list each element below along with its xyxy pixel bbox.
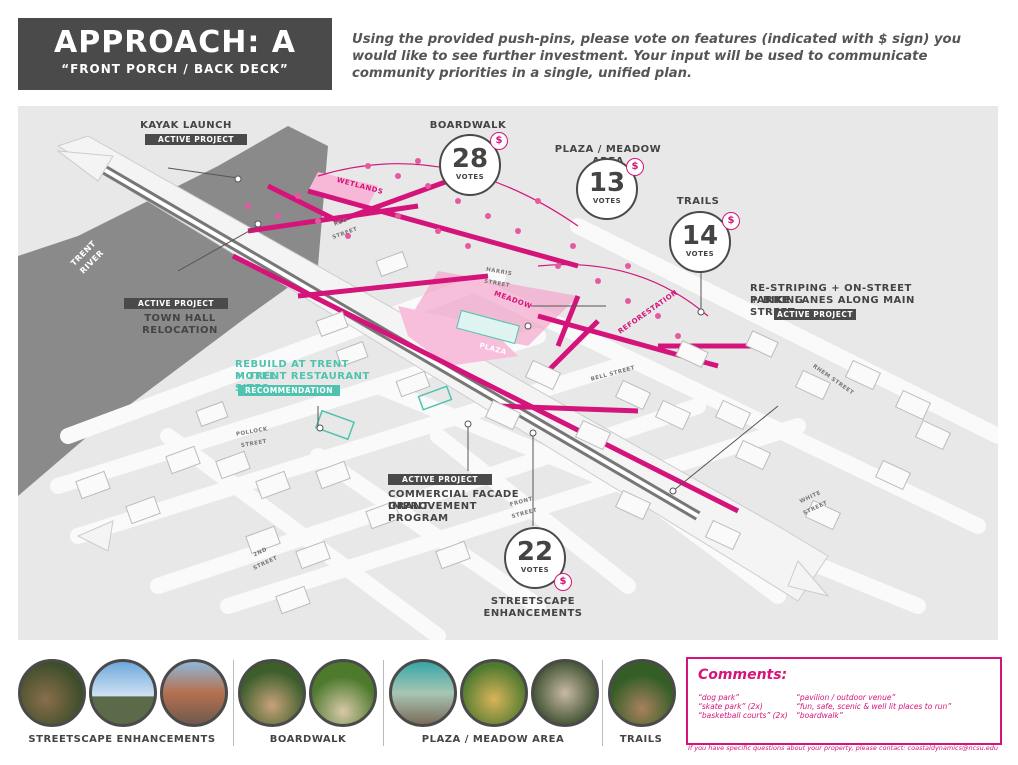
reforestation-arc xyxy=(537,263,709,317)
category-boardwalk: BOARDWALK xyxy=(269,734,347,745)
motel-site xyxy=(314,409,356,441)
comment-left-3: “basketball courts” (2x) xyxy=(698,711,788,720)
page-subtitle: “FRONT PORCH / BACK DECK” xyxy=(61,62,289,76)
divider xyxy=(383,660,384,746)
comment-right-2: “fun, safe, scenic & well lit places to … xyxy=(796,702,952,711)
wetlands-area xyxy=(308,172,378,206)
building-footprints xyxy=(75,251,952,615)
plaza-photo-2 xyxy=(460,659,528,727)
facade-label-line2: IMPROVEMENT PROGRAM xyxy=(388,501,477,524)
plaza-area xyxy=(398,306,518,366)
comment-left-1: “dog park” xyxy=(698,693,740,702)
comments-box: Comments: “dog park” “skate park” (2x) “… xyxy=(686,657,1002,745)
title-box: APPROACH: A “FRONT PORCH / BACK DECK” xyxy=(18,18,332,90)
divider xyxy=(602,660,603,746)
footer-contact: If you have specific questions about you… xyxy=(687,744,998,752)
dollar-icon: $ xyxy=(722,212,740,230)
instructions-text: Using the provided push-pins, please vot… xyxy=(352,32,961,81)
arrow-southwest xyxy=(76,520,114,552)
dollar-icon: $ xyxy=(554,573,572,591)
map-drawing xyxy=(18,126,998,640)
streetscape-photo-2 xyxy=(89,659,157,727)
plaza-vote-count: 13 xyxy=(588,168,626,198)
streetscape-photo-3 xyxy=(160,659,228,727)
boardwalk-vote-label: BOARDWALK xyxy=(429,120,507,131)
divider xyxy=(233,660,234,746)
motel-recommendation-tag: RECOMMENDATION xyxy=(238,385,340,396)
river-shape xyxy=(18,126,328,496)
votes-caption: VOTES xyxy=(455,173,485,181)
dollar-icon: $ xyxy=(626,158,644,176)
category-streetscape: STREETSCAPE ENHANCEMENTS xyxy=(28,734,216,745)
trails-photo-1 xyxy=(608,659,676,727)
restriping-label-line2: + BIKE LANES ALONG MAIN STREET xyxy=(750,295,915,318)
town-hall-active-tag: ACTIVE PROJECT xyxy=(124,298,228,309)
arrow-southeast xyxy=(787,560,830,597)
comment-right-3: “boardwalk” xyxy=(796,711,843,720)
motel-label-line1: REBUILD AT TRENT MOTEL xyxy=(235,359,349,382)
boardwalk-photo-1 xyxy=(238,659,306,727)
streetscape-photo-1 xyxy=(18,659,86,727)
facade-label-line1: COMMERCIAL FACADE GRANT xyxy=(388,489,520,512)
trails-vote-circle: 14 VOTES xyxy=(669,211,731,273)
page-title: APPROACH: A xyxy=(54,25,296,60)
restriping-label-line1: RE-STRIPING + ON-STREET PARKING xyxy=(750,283,912,306)
category-trails: TRAILS xyxy=(619,734,663,745)
streetscape-vote-count: 22 xyxy=(516,537,554,567)
comment-left-2: “skate park” (2x) xyxy=(698,702,763,711)
town-hall-label: TOWN HALL RELOCATION xyxy=(142,313,218,336)
plaza-photo-1 xyxy=(389,659,457,727)
category-plaza-meadow: PLAZA / MEADOW AREA xyxy=(421,734,565,745)
boardwalk-photo-2 xyxy=(309,659,377,727)
trails-vote-label: TRAILS xyxy=(676,196,720,207)
plaza-photo-3 xyxy=(531,659,599,727)
kayak-active-tag: ACTIVE PROJECT xyxy=(145,134,247,145)
kayak-launch-label: KAYAK LAUNCH xyxy=(140,120,232,131)
restriping-active-tag: ACTIVE PROJECT xyxy=(774,309,856,320)
restaurant-site xyxy=(417,385,453,411)
boardwalk-vote-circle: 28 VOTES xyxy=(439,134,501,196)
dollar-icon: $ xyxy=(490,132,508,150)
plaza-building xyxy=(456,309,520,345)
arrow-northwest xyxy=(56,150,114,182)
streetscape-vote-label-2: ENHANCEMENTS xyxy=(483,608,583,619)
comments-heading: Comments: xyxy=(698,667,788,683)
votes-caption: VOTES xyxy=(685,250,715,258)
comment-right-1: “pavilion / outdoor venue” xyxy=(796,693,896,702)
streetscape-vote-label: STREETSCAPE xyxy=(490,596,576,607)
facade-active-tag: ACTIVE PROJECT xyxy=(388,474,492,485)
votes-caption: VOTES xyxy=(520,566,550,574)
leader-lines xyxy=(167,167,779,526)
votes-caption: VOTES xyxy=(592,197,622,205)
trails-vote-count: 14 xyxy=(681,221,719,251)
site-plan-map: KAYAK LAUNCH ACTIVE PROJECT ACTIVE PROJE… xyxy=(18,106,998,640)
boardwalk-vote-count: 28 xyxy=(451,144,489,174)
